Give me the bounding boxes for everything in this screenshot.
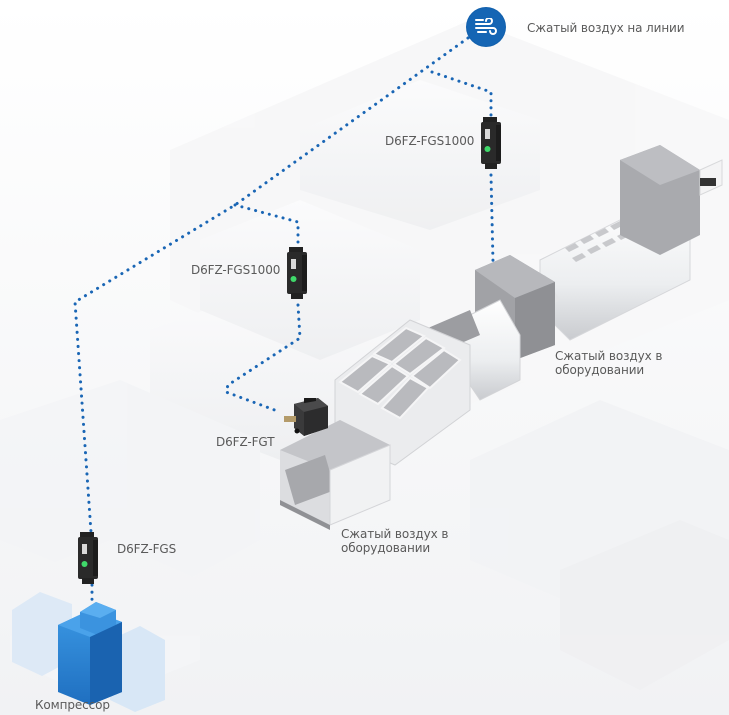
branch-line-mid-down [224,303,302,414]
sensor-line-device[interactable] [480,117,502,169]
sensor-line-label: D6FZ-FGS1000 [385,134,475,148]
hub-label: Сжатый воздух на линии [527,21,685,35]
status-led [290,276,297,282]
sensor-mid-device[interactable] [286,247,308,299]
equipment-right-label: Сжатый воздух в оборудовании [555,349,663,377]
compressed-air-hub[interactable] [467,8,505,46]
status-led [81,561,88,567]
sensor-compressor-label: D6FZ-FGS [117,542,177,556]
sensor-fgt-label: D6FZ-FGT [216,435,275,449]
branch-line-mid [233,203,300,248]
sensor-compressor-device[interactable] [77,532,99,584]
compressor-label: Компрессор [35,698,110,712]
connection-lines [73,36,495,606]
branch-line-top [430,70,493,120]
machine-left-section [280,299,521,530]
compressor-group [12,592,165,712]
wind-icon [475,18,497,35]
sensor-mid-label: D6FZ-FGS1000 [191,263,281,277]
branch-line-top-down [489,173,495,264]
equipment-bottom-label: Сжатый воздух в оборудовании [341,527,449,555]
status-led [484,146,491,152]
hopper-tiles [338,326,462,420]
trunk-line [73,36,470,534]
sensor-fgt-device[interactable] [282,398,330,444]
machine-right-section [475,145,723,360]
compressor [58,602,122,705]
